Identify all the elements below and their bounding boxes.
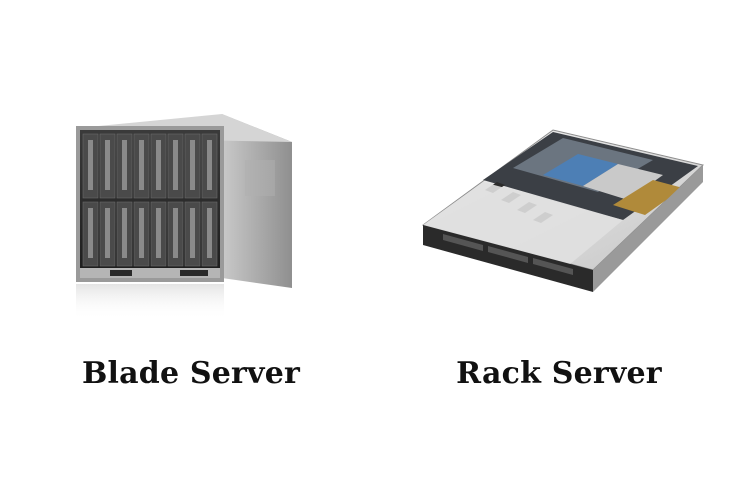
blade-server-label: Blade Server [82,356,300,391]
rack-server-panel: Rack Server [373,0,745,488]
blade-server-chassis-icon [76,114,292,320]
blade-server-panel: Blade Server [0,0,372,488]
rack-server-label: Rack Server [456,356,662,391]
rack-server-1u-icon [421,129,705,292]
